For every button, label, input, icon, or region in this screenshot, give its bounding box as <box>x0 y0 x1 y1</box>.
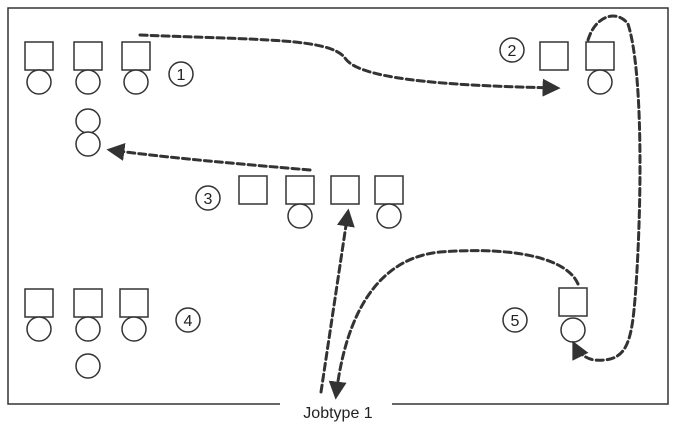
label-1: 1 <box>177 67 186 84</box>
worker <box>376 203 402 229</box>
machine <box>330 175 360 205</box>
worker <box>75 353 101 379</box>
worker <box>75 69 101 95</box>
flow-arrow-5-to-exit <box>328 249 580 400</box>
flow-arrow-2-to-5 <box>572 14 642 362</box>
worker <box>75 108 101 134</box>
label-5: 5 <box>511 313 520 330</box>
boundary <box>7 7 669 405</box>
label-2: 2 <box>508 43 517 60</box>
worker <box>587 69 613 95</box>
group-number-1 <box>168 61 194 87</box>
group-1 <box>24 41 194 157</box>
machine <box>73 41 103 71</box>
worker <box>121 316 147 342</box>
machine <box>238 175 268 205</box>
worker <box>560 317 586 343</box>
worker <box>26 316 52 342</box>
machine <box>539 41 569 71</box>
flow-arrow-entry-to-3 <box>319 208 355 394</box>
worker <box>26 69 52 95</box>
machine <box>73 288 103 318</box>
machine <box>374 175 404 205</box>
group-5 <box>502 287 588 343</box>
machine <box>119 288 149 318</box>
flow-arrow-3-to-1 <box>106 142 312 172</box>
group-4 <box>24 288 201 379</box>
group-2 <box>499 37 615 95</box>
group-number-3 <box>195 185 221 211</box>
machine <box>285 175 315 205</box>
worker <box>75 316 101 342</box>
group-number-2 <box>499 37 525 63</box>
machine <box>24 288 54 318</box>
diagram-caption: Jobtype 1 <box>303 405 373 422</box>
machine <box>24 41 54 71</box>
group-number-5 <box>502 307 528 333</box>
group-number-4 <box>175 307 201 333</box>
flow-arrow-1-to-2 <box>138 33 561 97</box>
worker <box>75 131 101 157</box>
machine <box>585 41 615 71</box>
label-4: 4 <box>184 313 193 330</box>
machine <box>558 287 588 317</box>
group-3 <box>195 175 404 229</box>
label-3: 3 <box>204 191 213 208</box>
worker <box>287 203 313 229</box>
worker <box>123 69 149 95</box>
machine <box>121 41 151 71</box>
